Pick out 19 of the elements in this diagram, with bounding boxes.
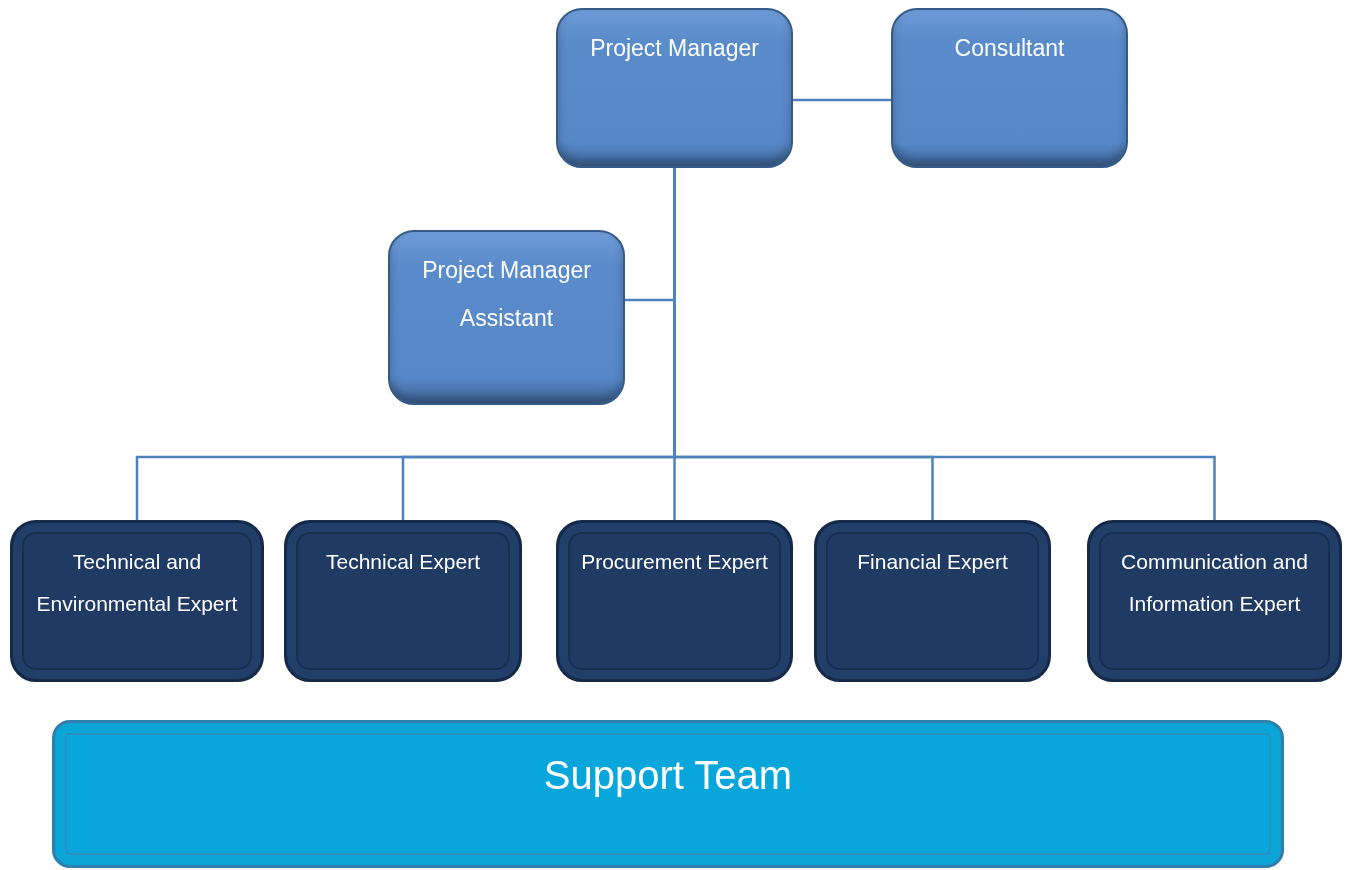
role-label: Consultant xyxy=(954,34,1065,63)
role-box xyxy=(814,520,1051,682)
role-box xyxy=(891,8,1128,168)
role-label: Project Manager xyxy=(590,34,759,63)
role-box xyxy=(388,230,625,405)
role-label: Communication and Information Expert xyxy=(1120,549,1309,617)
team-banner xyxy=(52,720,1284,868)
role-label: Procurement Expert xyxy=(581,549,768,575)
role-box xyxy=(284,520,522,682)
role-label: Technical Expert xyxy=(325,549,481,575)
role-box xyxy=(1087,520,1342,682)
role-label: Financial Expert xyxy=(857,549,1008,575)
role-label: Support Team xyxy=(543,753,793,798)
role-label: Project Manager Assistant xyxy=(421,256,592,333)
role-box xyxy=(556,520,793,682)
role-box xyxy=(556,8,793,168)
connector-line xyxy=(793,98,891,102)
role-label: Technical and Environmental Expert xyxy=(35,549,239,617)
role-box xyxy=(10,520,264,682)
